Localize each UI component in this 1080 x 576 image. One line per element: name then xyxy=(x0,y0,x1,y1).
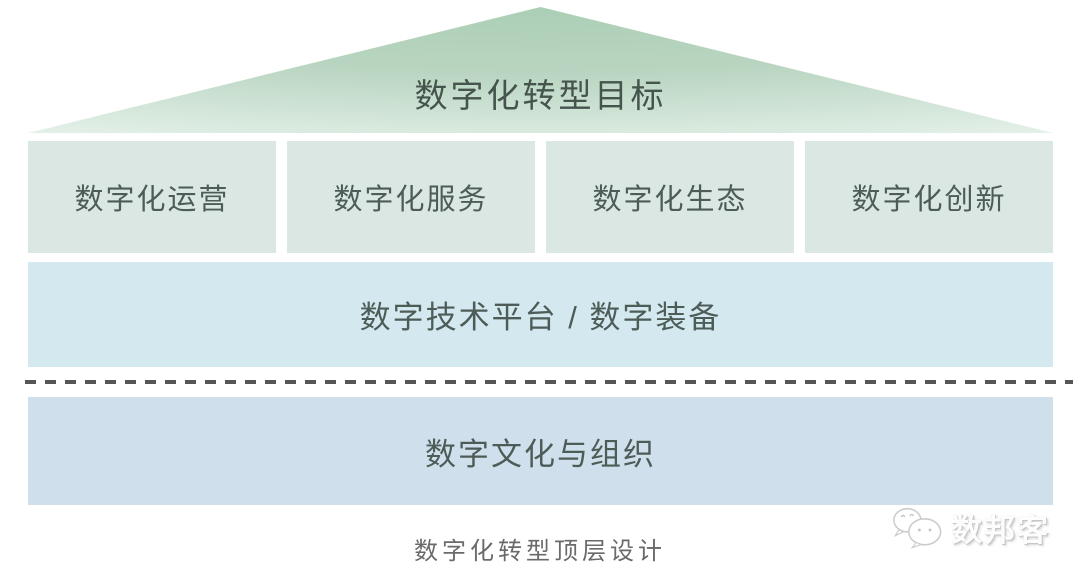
capability-box-operations: 数字化运营 xyxy=(28,141,276,253)
capability-label: 数字化服务 xyxy=(333,184,489,216)
dashed-separator-line xyxy=(25,380,1073,384)
capability-box-innovation: 数字化创新 xyxy=(805,141,1053,253)
capability-box-ecosystem: 数字化生态 xyxy=(546,141,794,253)
capability-label: 数字化生态 xyxy=(592,184,748,216)
diagram-caption: 数字化转型顶层设计 xyxy=(414,538,666,565)
capability-label: 数字化创新 xyxy=(851,184,1007,216)
capability-box-services: 数字化服务 xyxy=(287,141,535,253)
capability-label: 数字化运营 xyxy=(74,184,230,216)
chat-bubbles-icon xyxy=(891,505,943,549)
capability-row: 数字化运营 数字化服务 数字化生态 数字化创新 xyxy=(28,141,1053,253)
brand-name: 数邦客 xyxy=(951,512,1050,548)
pyramid-title: 数字化转型目标 xyxy=(414,77,667,114)
brand-watermark: 数邦客 xyxy=(891,503,1050,551)
goal-pyramid: 数字化转型目标 xyxy=(28,7,1053,133)
culture-box: 数字文化与组织 xyxy=(28,397,1053,505)
platform-box: 数字技术平台 / 数字装备 xyxy=(28,262,1053,367)
platform-label: 数字技术平台 / 数字装备 xyxy=(359,300,722,335)
culture-label: 数字文化与组织 xyxy=(425,436,656,472)
